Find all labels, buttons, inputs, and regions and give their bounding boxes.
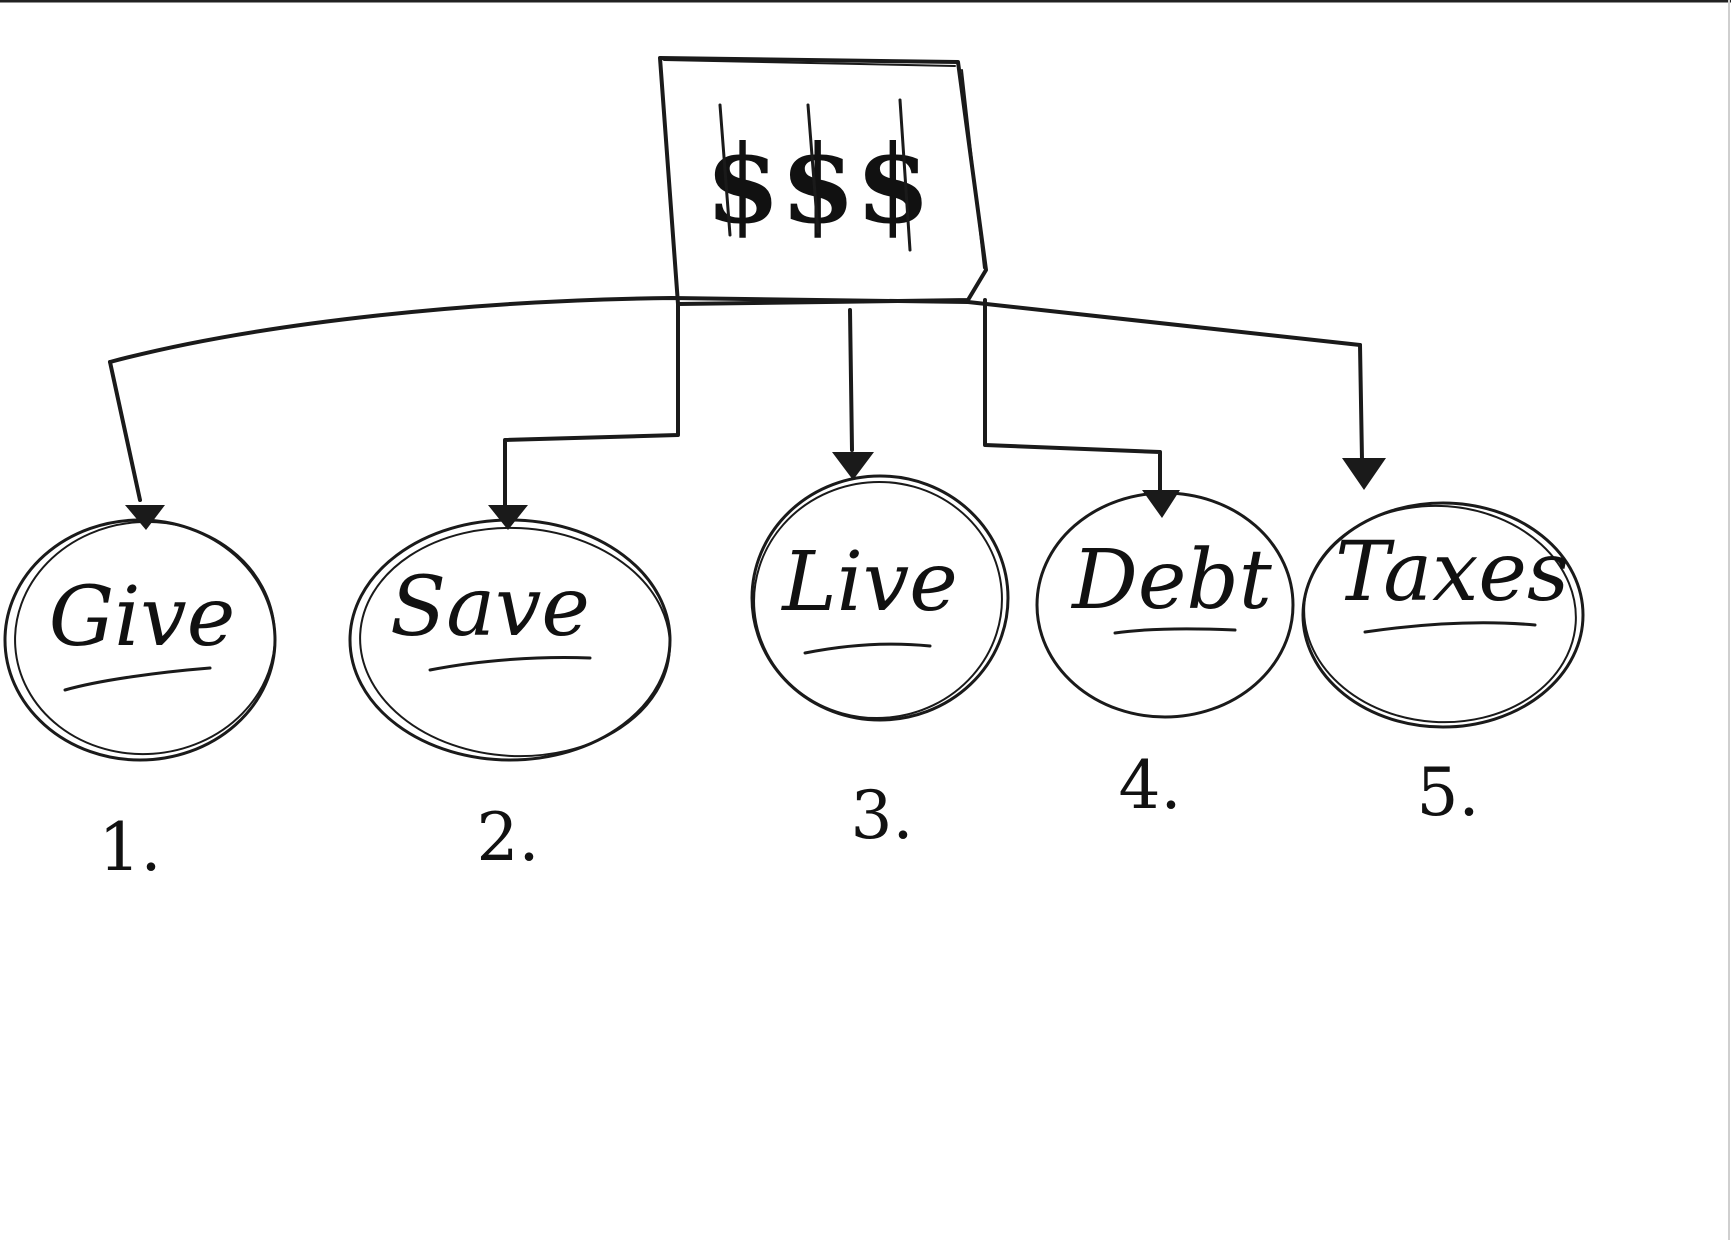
connector-give [108,360,142,502]
circle-taxes [1301,501,1585,729]
arrow-debt [1142,490,1180,518]
underline-live [803,642,932,655]
word-taxes: Taxes [1335,525,1569,620]
word-live: Live [780,535,958,630]
branch-words: Give Save Live Debt Taxes [49,525,1569,692]
branch-circles [3,474,1585,762]
circle-debt [1035,491,1295,719]
money-box: $$$ [658,56,988,306]
number-save: 2. [477,799,540,876]
branch-numbers: 1. 2. 3. 4. 5. [99,747,1480,886]
connectors [108,296,1386,530]
arrow-save [488,505,528,530]
underline-save [428,656,592,672]
number-taxes: 5. [1417,754,1480,831]
arrow-taxes [1342,458,1386,490]
arrow-give [125,505,165,530]
circle-live [750,474,1010,722]
arrow-live [832,452,874,480]
word-save: Save [390,560,590,655]
connector-main [108,296,1362,364]
word-give: Give [49,570,236,665]
underline-taxes [1363,621,1537,634]
number-debt: 4. [1119,747,1182,824]
word-debt: Debt [1070,533,1273,628]
connector-taxes [1358,343,1364,462]
connector-debt [983,298,1162,492]
underline-give [63,666,212,692]
connector-live [848,308,854,452]
underline-debt [1113,627,1237,635]
number-live: 3. [851,777,914,854]
number-give: 1. [99,809,162,886]
connector-save [503,302,680,507]
